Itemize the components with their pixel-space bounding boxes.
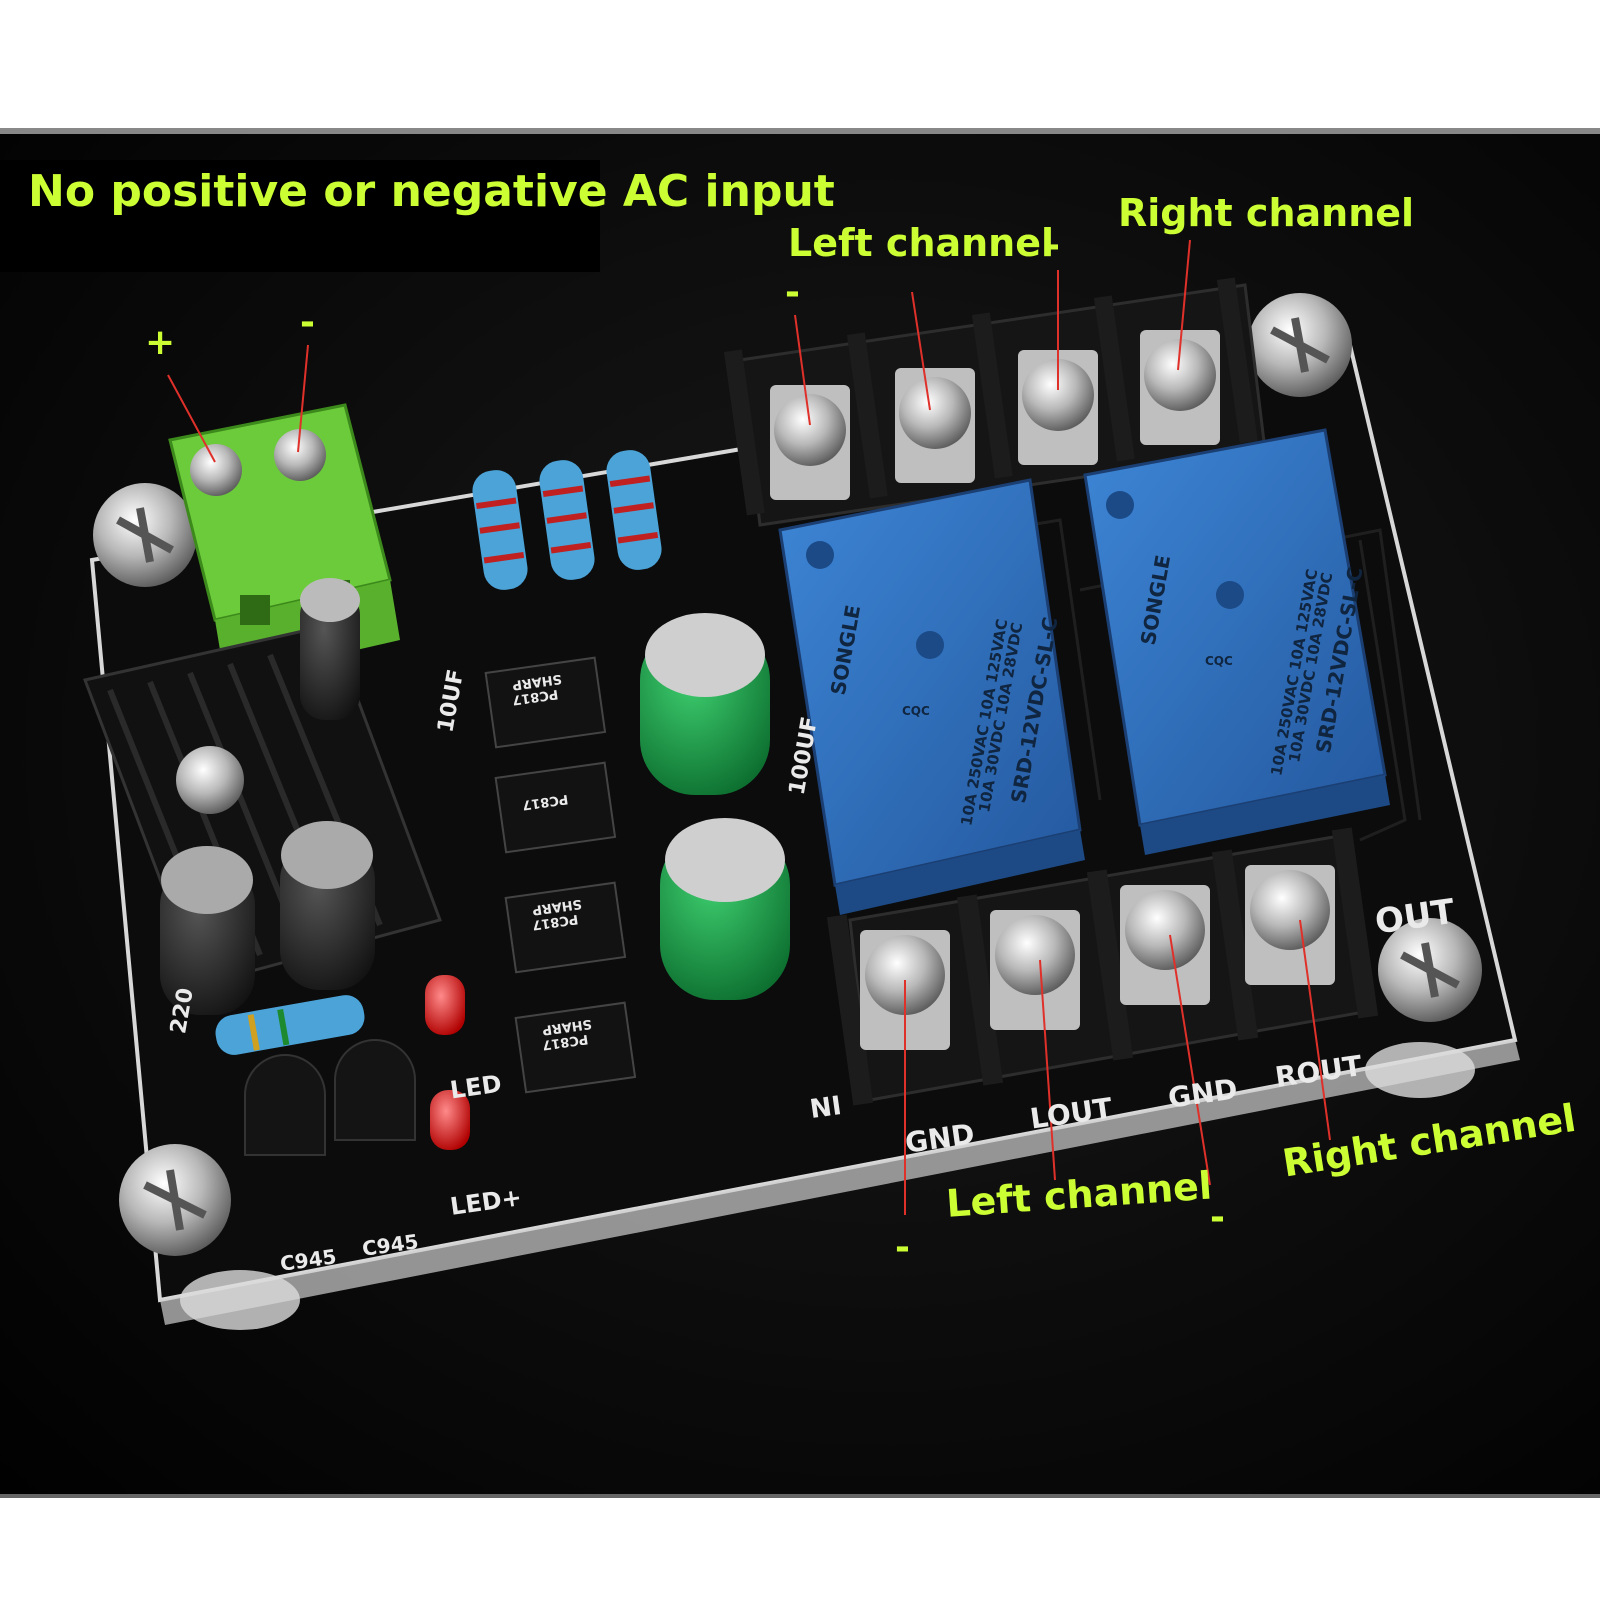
mounting-screw	[93, 483, 197, 587]
capacitor	[160, 846, 255, 1015]
relay-cert: CQC	[1205, 654, 1233, 668]
optocoupler	[494, 761, 617, 854]
transistor	[244, 1054, 326, 1156]
resistor	[215, 995, 365, 1055]
resistor	[539, 460, 595, 580]
left-channel-callout-top: Left channel	[788, 221, 1055, 265]
capacitor	[280, 821, 375, 990]
capacitor	[660, 818, 790, 1000]
minus-callout-left-bottom: -	[895, 1227, 910, 1268]
led	[425, 975, 465, 1035]
right-channel-callout-top: Right channel	[1118, 191, 1415, 235]
optocoupler	[514, 1001, 637, 1094]
title-backdrop	[0, 160, 600, 272]
relay	[778, 478, 1085, 915]
plus-callout: +	[145, 322, 176, 363]
headline-callout: No positive or negative AC input	[28, 166, 835, 217]
led	[430, 1090, 470, 1150]
mounting-screw	[1248, 293, 1352, 397]
transistor	[334, 1039, 416, 1141]
leader-lines	[167, 239, 1331, 1215]
resistor	[472, 470, 528, 590]
speaker-terminal-strip-bottom	[826, 827, 1379, 1106]
minus-callout: -	[300, 302, 315, 343]
minus-callout-right-bottom: -	[1210, 1197, 1225, 1238]
capacitor	[640, 613, 770, 795]
mounting-screw	[119, 1042, 1475, 1330]
optocoupler	[484, 656, 607, 749]
mounting-screw	[1378, 918, 1482, 1022]
relay-cert: CQC	[902, 704, 930, 718]
silkscreen-out: OUT	[1372, 891, 1458, 943]
relay	[1083, 428, 1390, 855]
optocoupler	[504, 881, 627, 974]
capacitor	[300, 578, 360, 720]
minus-callout-left-top: -	[785, 272, 800, 313]
silkscreen-led: LED	[448, 1069, 504, 1105]
silkscreen-in: NI	[808, 1090, 844, 1126]
minus-callout-right-top: -	[1045, 225, 1060, 266]
resistor	[606, 450, 662, 570]
